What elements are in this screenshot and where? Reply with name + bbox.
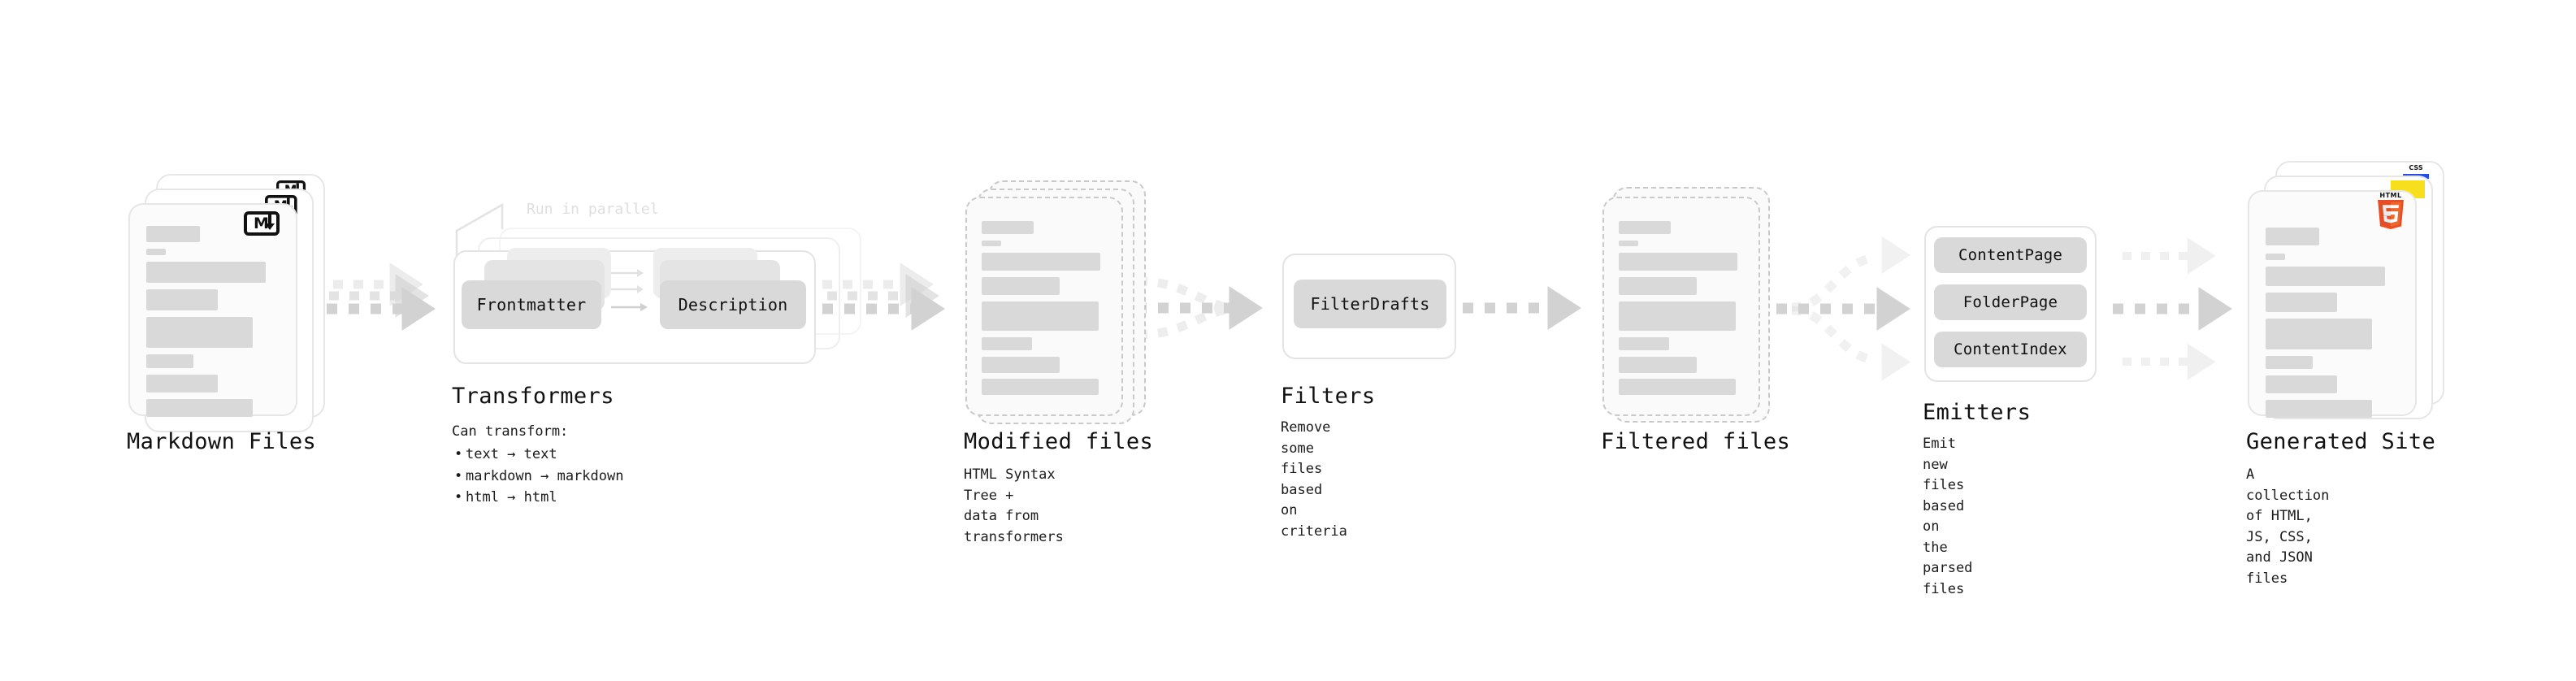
emitters-caption: Emit new files based on the parsed files (1923, 436, 1973, 597)
skeleton-bar (982, 253, 1100, 271)
html5-icon-label: HTML (2379, 192, 2402, 199)
skeleton-bar (982, 221, 1034, 234)
transformers-caption: Can transform: text → text markdown → ma… (452, 421, 624, 509)
stage-title-markdown-files: Markdown Files (127, 429, 317, 454)
skeleton-bar (146, 317, 253, 348)
filters-caption: Remove some files based on criteria (1281, 419, 1347, 540)
skeleton-bar (146, 354, 193, 368)
stage-title-filters: Filters (1281, 384, 1376, 409)
skeleton-bar (1619, 379, 1736, 395)
run-in-parallel-label: Run in parallel (527, 201, 659, 218)
skeleton-bar (146, 399, 253, 417)
run-in-parallel-leader (455, 202, 504, 255)
modified-card-front (965, 197, 1123, 416)
skeleton-bar (2266, 293, 2337, 312)
stage-title-generated-site: Generated Site (2246, 429, 2436, 454)
stage-title-filtered-files: Filtered files (1601, 429, 1791, 454)
transformer-inner-arrows (611, 269, 648, 311)
skeleton-bar (1619, 241, 1638, 246)
arrow-filtered-to-emitters (1776, 236, 1910, 381)
skeleton-bar (2266, 228, 2319, 245)
skeleton-bar (982, 337, 1032, 350)
stage-title-modified-files: Modified files (964, 429, 1154, 454)
skeleton-bar (1619, 357, 1697, 373)
skeleton-bar (1619, 253, 1737, 271)
skeleton-bar (146, 226, 200, 242)
list-item: html → html (454, 487, 623, 509)
emitters-pill-folderpage[interactable]: FolderPage (1934, 284, 2087, 320)
transformers-caption-heading: Can transform: (452, 423, 569, 440)
skeleton-bar (146, 375, 218, 393)
skeleton-bar (1619, 337, 1669, 350)
filtered-card-front (1602, 197, 1760, 416)
html5-icon-shield (2378, 200, 2404, 229)
skeleton-bar (1619, 277, 1697, 295)
list-item: text → text (454, 444, 623, 466)
transformer-pill-description[interactable]: Description (660, 280, 806, 329)
skeleton-bar (982, 301, 1099, 331)
skeleton-bar (146, 262, 266, 283)
skeleton-bar (2266, 400, 2372, 418)
arrow-filters-to-filtered (1463, 286, 1581, 330)
skeleton-bar (1619, 301, 1736, 331)
skeleton-bar (2266, 319, 2372, 349)
skeleton-bar (2266, 375, 2337, 393)
css3-icon-label: CSS (2409, 164, 2423, 171)
transformer-pill-frontmatter[interactable]: Frontmatter (462, 280, 601, 329)
transformers-bullet-list: text → text markdown → markdown html → h… (452, 444, 624, 509)
filters-pill-filterdrafts[interactable]: FilterDrafts (1294, 280, 1446, 328)
skeleton-bar (146, 289, 218, 310)
markdown-card-front (128, 203, 297, 417)
skeleton-bar (982, 241, 1001, 246)
generated-site-caption: A collection of HTML, JS, CSS, and JSON … (2246, 466, 2330, 587)
arrow-emitters-to-site (2113, 237, 2232, 380)
skeleton-bar (2266, 267, 2385, 286)
modified-files-caption: HTML Syntax Tree + data from transformer… (964, 466, 1064, 545)
skeleton-bar (982, 357, 1060, 373)
stage-title-emitters: Emitters (1923, 400, 2032, 425)
arrow-modified-to-filters (1136, 276, 1263, 340)
emitters-pill-contentindex[interactable]: ContentIndex (1934, 332, 2087, 367)
skeleton-bar (2266, 254, 2285, 260)
skeleton-bar (2266, 356, 2313, 369)
stage-title-transformers: Transformers (452, 384, 614, 409)
markdown-icon: M (244, 211, 280, 236)
list-item: markdown → markdown (454, 466, 624, 488)
html5-icon: HTML (2374, 192, 2407, 229)
skeleton-bar (1619, 221, 1671, 234)
skeleton-bar (146, 249, 166, 255)
emitters-pill-contentpage[interactable]: ContentPage (1934, 237, 2087, 273)
skeleton-bar (982, 379, 1099, 395)
skeleton-bar (982, 277, 1060, 295)
